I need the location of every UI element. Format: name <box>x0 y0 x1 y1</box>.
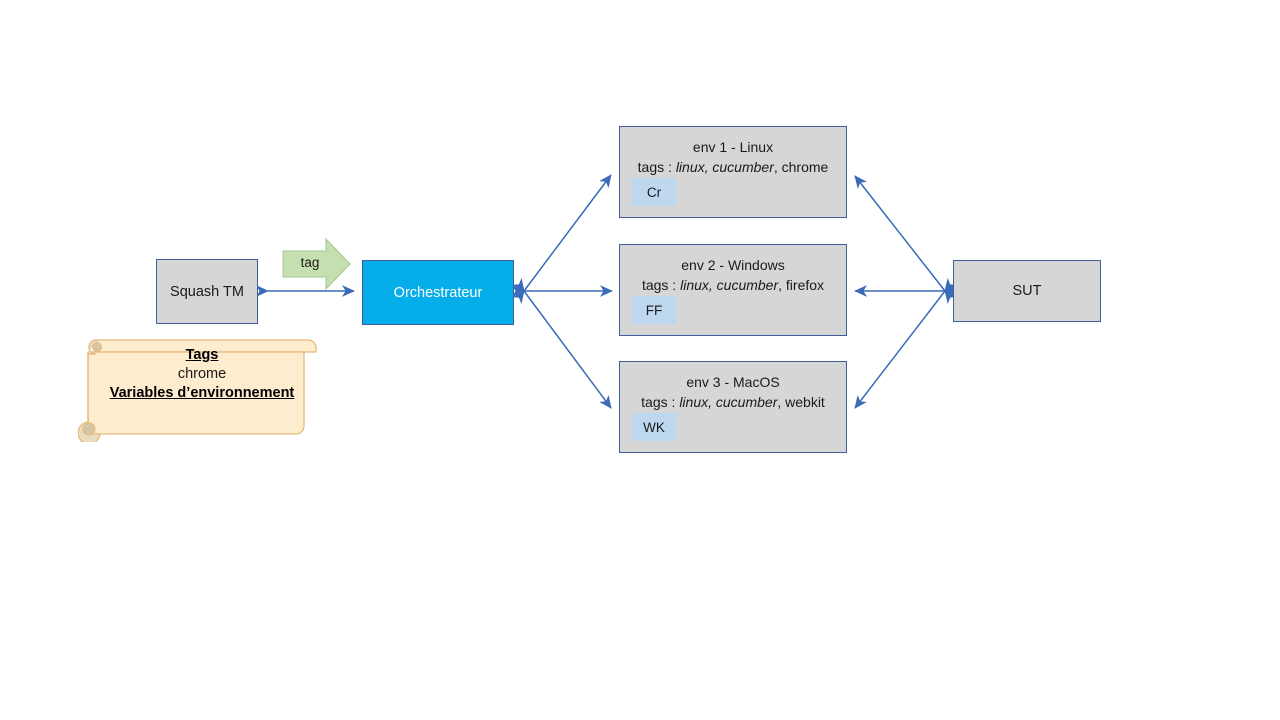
env-box-1-browser-badge: Cr <box>632 178 676 206</box>
connector-sut-env3 <box>854 277 957 409</box>
env-box-1[interactable]: env 1 - Linux tags : linux, cucumber, ch… <box>619 126 847 218</box>
connector-sut-env1 <box>854 175 958 305</box>
env-box-1-tags-italic: linux, cucumber <box>675 159 774 175</box>
env-box-1-tags: tags : linux, cucumber, chrome <box>620 157 846 177</box>
env-box-1-tags-plain: , chrome <box>773 159 829 175</box>
connector-orchestrateur-env1 <box>512 174 612 305</box>
env-box-2-tags-italic: linux, cucumber <box>680 277 779 293</box>
env-box-3-tags: tags : linux, cucumber, webkit <box>620 392 846 412</box>
connector-orchestrateur-env3 <box>512 277 612 409</box>
scroll-note-line-variables: Variables d’environnement <box>109 385 295 401</box>
node-squash-tm[interactable]: Squash TM <box>156 259 258 324</box>
env-box-1-title: env 1 - Linux <box>692 139 774 155</box>
env-box-2-tags-prefix: tags : <box>641 277 681 293</box>
env-box-3-tags-italic: linux, cucumber <box>679 394 778 410</box>
node-orchestrateur[interactable]: Orchestrateur <box>362 260 514 325</box>
scroll-note-line-tags: Tags <box>185 347 219 363</box>
env-box-3-browser-badge: WK <box>632 413 676 441</box>
env-box-3-title: env 3 - MacOS <box>686 374 780 390</box>
node-orchestrateur-label: Orchestrateur <box>393 284 483 301</box>
node-sut[interactable]: SUT <box>953 260 1101 322</box>
scroll-note[interactable]: Tags chrome Variables d’environnement <box>77 326 324 445</box>
tag-arrow-label: tag <box>300 255 320 270</box>
env-box-1-tags-prefix: tags : <box>637 159 676 175</box>
env-box-2[interactable]: env 2 - Windows tags : linux, cucumber, … <box>619 244 847 336</box>
node-sut-label: SUT <box>1012 283 1042 299</box>
env-box-2-tags: tags : linux, cucumber, firefox <box>620 275 846 295</box>
env-box-2-tags-plain: , firefox <box>778 277 825 293</box>
scroll-note-line-chrome: chrome <box>177 366 227 382</box>
env-box-2-browser-badge: FF <box>632 296 676 324</box>
env-box-2-title: env 2 - Windows <box>681 257 785 273</box>
env-box-3-tags-plain: , webkit <box>777 394 825 410</box>
env-box-3-tags-prefix: tags : <box>641 394 680 410</box>
node-squash-tm-label: Squash TM <box>170 283 244 300</box>
env-box-3[interactable]: env 3 - MacOS tags : linux, cucumber, we… <box>619 361 847 453</box>
tag-arrow-shape <box>282 238 351 290</box>
scroll-note-text: Tags chrome Variables d’environnement <box>94 346 310 403</box>
